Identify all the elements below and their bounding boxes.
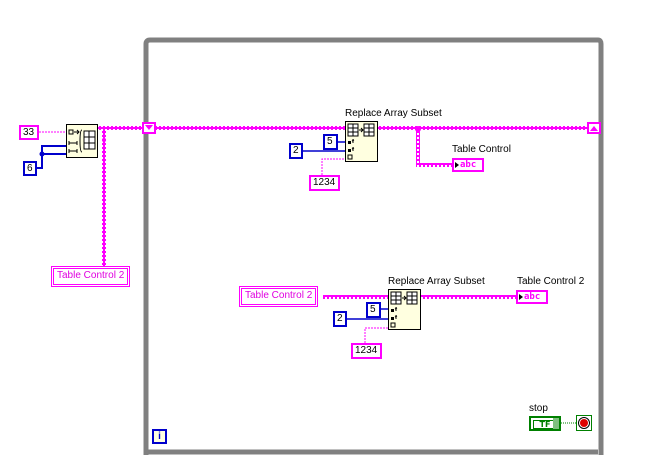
constant-6[interactable]: 6 (23, 161, 37, 176)
iteration-terminal[interactable]: i (152, 429, 167, 444)
replace-array-subset-icon (347, 123, 375, 160)
wire-b1-1234[interactable] (321, 158, 345, 175)
constant-2-block1[interactable]: 2 (289, 143, 303, 159)
wire-b2-index[interactable] (347, 308, 388, 320)
constant-1234-block2[interactable]: 1234 (351, 343, 382, 359)
table-control-indicator[interactable]: abc (452, 158, 484, 172)
constant-33[interactable]: 33 (19, 125, 39, 140)
table-control-2-label: Table Control 2 (517, 276, 585, 287)
table-control-2-indicator[interactable]: abc (516, 290, 548, 304)
constant-5-block2[interactable]: 5 (366, 302, 381, 318)
wire-to-table-control[interactable] (416, 128, 453, 167)
triangle-up-icon (590, 126, 598, 131)
constant-1234-block1[interactable]: 1234 (309, 175, 340, 191)
wire-junction (39, 151, 45, 157)
replace-array-subset-icon (390, 291, 418, 328)
while-loop-frame[interactable] (143, 37, 604, 455)
stop-label: stop (529, 403, 548, 414)
stop-terminal-arrow (553, 418, 559, 429)
stop-boolean-control[interactable]: TF (529, 416, 561, 431)
replace-array-subset-label-2: Replace Array Subset (388, 276, 485, 287)
table-control-label: Table Control (452, 144, 511, 155)
replace-array-subset-node-2[interactable] (388, 289, 421, 330)
initialize-array-icon (68, 129, 96, 153)
shift-register-right[interactable] (587, 122, 601, 134)
wire-num-6[interactable] (36, 145, 67, 169)
wire-b1-index[interactable] (303, 141, 345, 152)
triangle-down-icon (145, 125, 153, 130)
loop-condition-terminal[interactable] (576, 415, 592, 431)
local-table-control-2[interactable]: Table Control 2 (50, 266, 131, 287)
initialize-array-node[interactable] (66, 124, 98, 158)
shift-register-left[interactable] (142, 122, 156, 134)
constant-5-block1[interactable]: 5 (323, 134, 338, 150)
wire-junction (415, 126, 421, 132)
stop-if-true-icon (578, 417, 590, 429)
replace-array-subset-label-1: Replace Array Subset (345, 108, 442, 119)
wire-junction (102, 138, 106, 142)
wire-b2-1234[interactable] (364, 327, 388, 343)
local-table-control-2-inside[interactable]: Table Control 2 (238, 286, 319, 307)
constant-2-block2[interactable]: 2 (333, 311, 347, 327)
replace-array-subset-node-1[interactable] (345, 121, 378, 162)
